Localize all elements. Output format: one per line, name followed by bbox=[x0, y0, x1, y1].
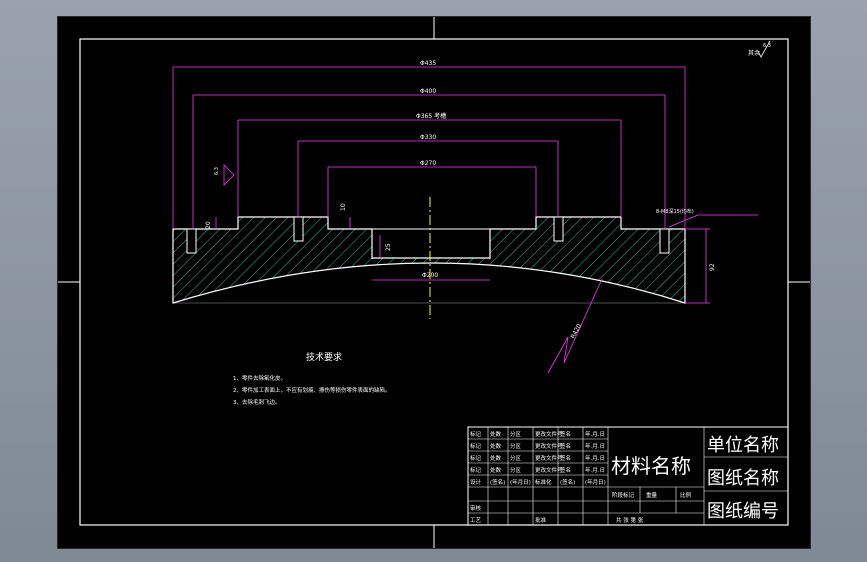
approve-label: 批准 bbox=[535, 516, 547, 524]
review-label: 审核 bbox=[470, 504, 482, 512]
dim-r420: R420 bbox=[570, 323, 584, 340]
dim-d330: Φ330 bbox=[420, 134, 436, 141]
part-section bbox=[172, 216, 686, 304]
dim-h92: 92 bbox=[709, 263, 716, 271]
rev-row-3-count: 处数 bbox=[490, 454, 502, 462]
dim-d400: Φ400 bbox=[420, 88, 436, 95]
rev-row-3-zone: 分区 bbox=[510, 454, 522, 462]
roughness-label: 其余 bbox=[748, 49, 760, 57]
title-block bbox=[467, 426, 789, 526]
centering-marks bbox=[58, 17, 810, 548]
dim-h10: 10 bbox=[340, 203, 347, 211]
drawing-number: 图纸编号 bbox=[707, 501, 779, 522]
unit-name: 单位名称 bbox=[707, 435, 779, 456]
tech-title: 技术要求 bbox=[306, 351, 342, 363]
tech-item-1: 1、零件去除氧化皮。 bbox=[233, 374, 286, 382]
design-sign: (签名) bbox=[490, 478, 505, 486]
tech-item-2: 2、零件加工表面上，不应有划痕、擦伤等损伤零件表面的缺陷。 bbox=[233, 386, 391, 394]
header-row-doc: 更改文件号 bbox=[535, 466, 563, 474]
holes-callout: 8-M8深15(均布) bbox=[656, 208, 694, 215]
process-label: 工艺 bbox=[470, 517, 482, 524]
rev-row-2-count: 处数 bbox=[490, 442, 502, 450]
material-name: 材料名称 bbox=[611, 454, 691, 478]
header-row-count: 处数 bbox=[490, 466, 502, 474]
tech-item-3: 3、去除毛刺飞边。 bbox=[233, 398, 281, 406]
dim-h25: 25 bbox=[385, 243, 392, 251]
rev-row-1: 标记 bbox=[470, 430, 482, 438]
rev-row-2-sign: 签名 bbox=[560, 442, 571, 450]
rev-row-1-zone: 分区 bbox=[510, 430, 522, 438]
dim-d270: Φ270 bbox=[420, 160, 436, 167]
header-row-date: 年.月.日 bbox=[585, 466, 605, 474]
rev-row-3-sign: 签名 bbox=[560, 454, 571, 462]
drawing-name: 图纸名称 bbox=[707, 468, 779, 489]
dim-d200: Φ200 bbox=[422, 272, 438, 279]
rev-row-1-doc: 更改文件号 bbox=[535, 430, 563, 438]
header-row-zone: 分区 bbox=[510, 466, 522, 474]
header-row-sign: 签名 bbox=[560, 466, 571, 474]
header-row-mark: 标记 bbox=[470, 466, 482, 474]
cad-drawing: 其余 6.3 Φ435 bbox=[58, 17, 810, 548]
scale-label: 比例 bbox=[680, 491, 692, 499]
standard-sign: (签名) bbox=[560, 478, 575, 486]
rev-row-1-date: 年.月.日 bbox=[585, 430, 605, 438]
dim-h20: 20 bbox=[205, 221, 212, 229]
dimension-lines bbox=[172, 66, 758, 374]
rev-row-3-doc: 更改文件号 bbox=[535, 454, 563, 462]
rev-row-1-count: 处数 bbox=[490, 430, 502, 438]
rev-row-2-zone: 分区 bbox=[510, 442, 522, 450]
roughness-symbol-icon bbox=[757, 40, 771, 58]
weight-label: 重量 bbox=[646, 491, 658, 499]
rev-row-2-date: 年.月.日 bbox=[585, 442, 605, 450]
dim-d365: Φ365 考槽 bbox=[416, 112, 446, 120]
rev-row-2-doc: 更改文件号 bbox=[535, 442, 563, 450]
design-label: 设计 bbox=[470, 478, 482, 486]
rev-row-2: 标记 bbox=[470, 442, 482, 450]
face-roughness: 6.3 bbox=[214, 167, 220, 175]
design-date: (年月日) bbox=[510, 478, 531, 486]
rev-row-1-sign: 签名 bbox=[560, 430, 571, 438]
stage-label: 阶段标记 bbox=[612, 491, 635, 499]
standard-label: 标准化 bbox=[535, 478, 552, 486]
tapped-holes bbox=[186, 216, 670, 254]
rev-row-3-date: 年.月.日 bbox=[585, 454, 605, 462]
sheets-label: 共 张 第 张 bbox=[616, 516, 644, 524]
rev-row-3: 标记 bbox=[470, 454, 482, 462]
dim-d435: Φ435 bbox=[420, 60, 436, 67]
standard-date: (年月日) bbox=[585, 478, 606, 486]
cad-drawing-viewport[interactable]: 其余 6.3 Φ435 bbox=[57, 16, 811, 549]
